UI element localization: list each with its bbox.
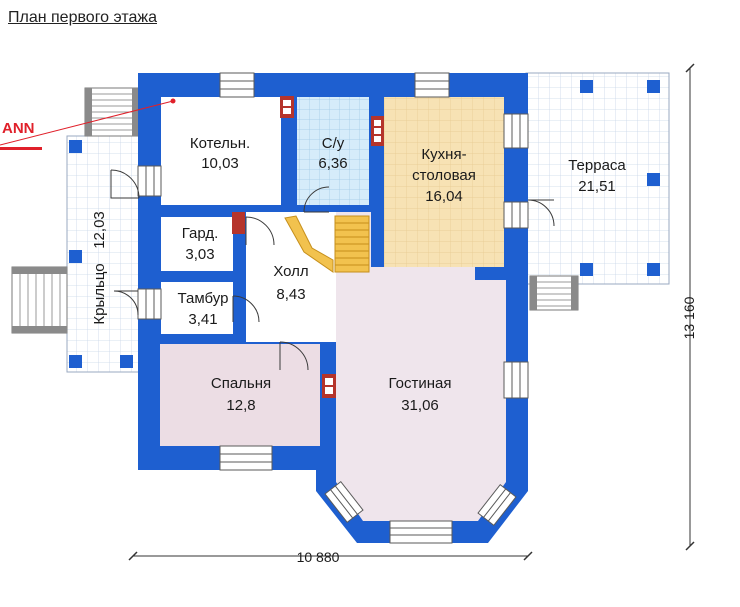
logo-text: ANN <box>2 120 35 137</box>
room-wc-area: 6,36 <box>318 155 347 172</box>
room-wardrobe-name: Гард. <box>182 225 219 242</box>
room-wc-name: С/у <box>322 135 345 152</box>
room-kitchen-area: 16,04 <box>425 188 463 205</box>
room-vestibule-area: 3,41 <box>188 311 217 328</box>
room-porch-area: 12,03 <box>91 211 108 249</box>
room-bedroom-area: 12,8 <box>226 397 255 414</box>
room-vestibule-name: Тамбур <box>178 290 229 307</box>
doors <box>110 169 555 371</box>
terrace-steps <box>529 275 579 311</box>
room-kitchen-name: Кухня- <box>421 146 466 163</box>
chimney-blocks <box>232 96 384 398</box>
dimension-height-label: 13 160 <box>681 296 697 339</box>
room-hall-name: Холл <box>273 263 308 280</box>
room-labels: Котельн. 10,03 С/у 6,36 Кухня- столовая … <box>91 135 626 414</box>
room-living-name: Гостиная <box>389 375 452 392</box>
room-terrace-name: Терраса <box>568 157 626 174</box>
dimension-height: 13 160 <box>681 63 697 551</box>
watermark-logo: ANN <box>0 98 176 150</box>
staircase <box>284 215 370 273</box>
dimension-width-label: 10 880 <box>297 549 340 565</box>
room-porch-name: Крыльцо <box>91 263 108 324</box>
porch-steps <box>11 266 68 334</box>
room-wardrobe-area: 3,03 <box>185 246 214 263</box>
room-bedroom-name: Спальня <box>211 375 271 392</box>
terrace-area <box>525 72 670 311</box>
room-hall-area: 8,43 <box>276 286 305 303</box>
room-boiler-area: 10,03 <box>201 155 239 172</box>
room-living-area: 31,06 <box>401 397 439 414</box>
room-terrace-area: 21,51 <box>578 178 616 195</box>
room-interiors <box>160 97 506 521</box>
room-boiler-name: Котельн. <box>190 135 250 152</box>
page-title: План первого этажа <box>8 9 157 26</box>
room-kitchen-name2: столовая <box>412 167 476 184</box>
windows <box>137 72 529 544</box>
dimension-width: 10 880 <box>128 549 533 565</box>
